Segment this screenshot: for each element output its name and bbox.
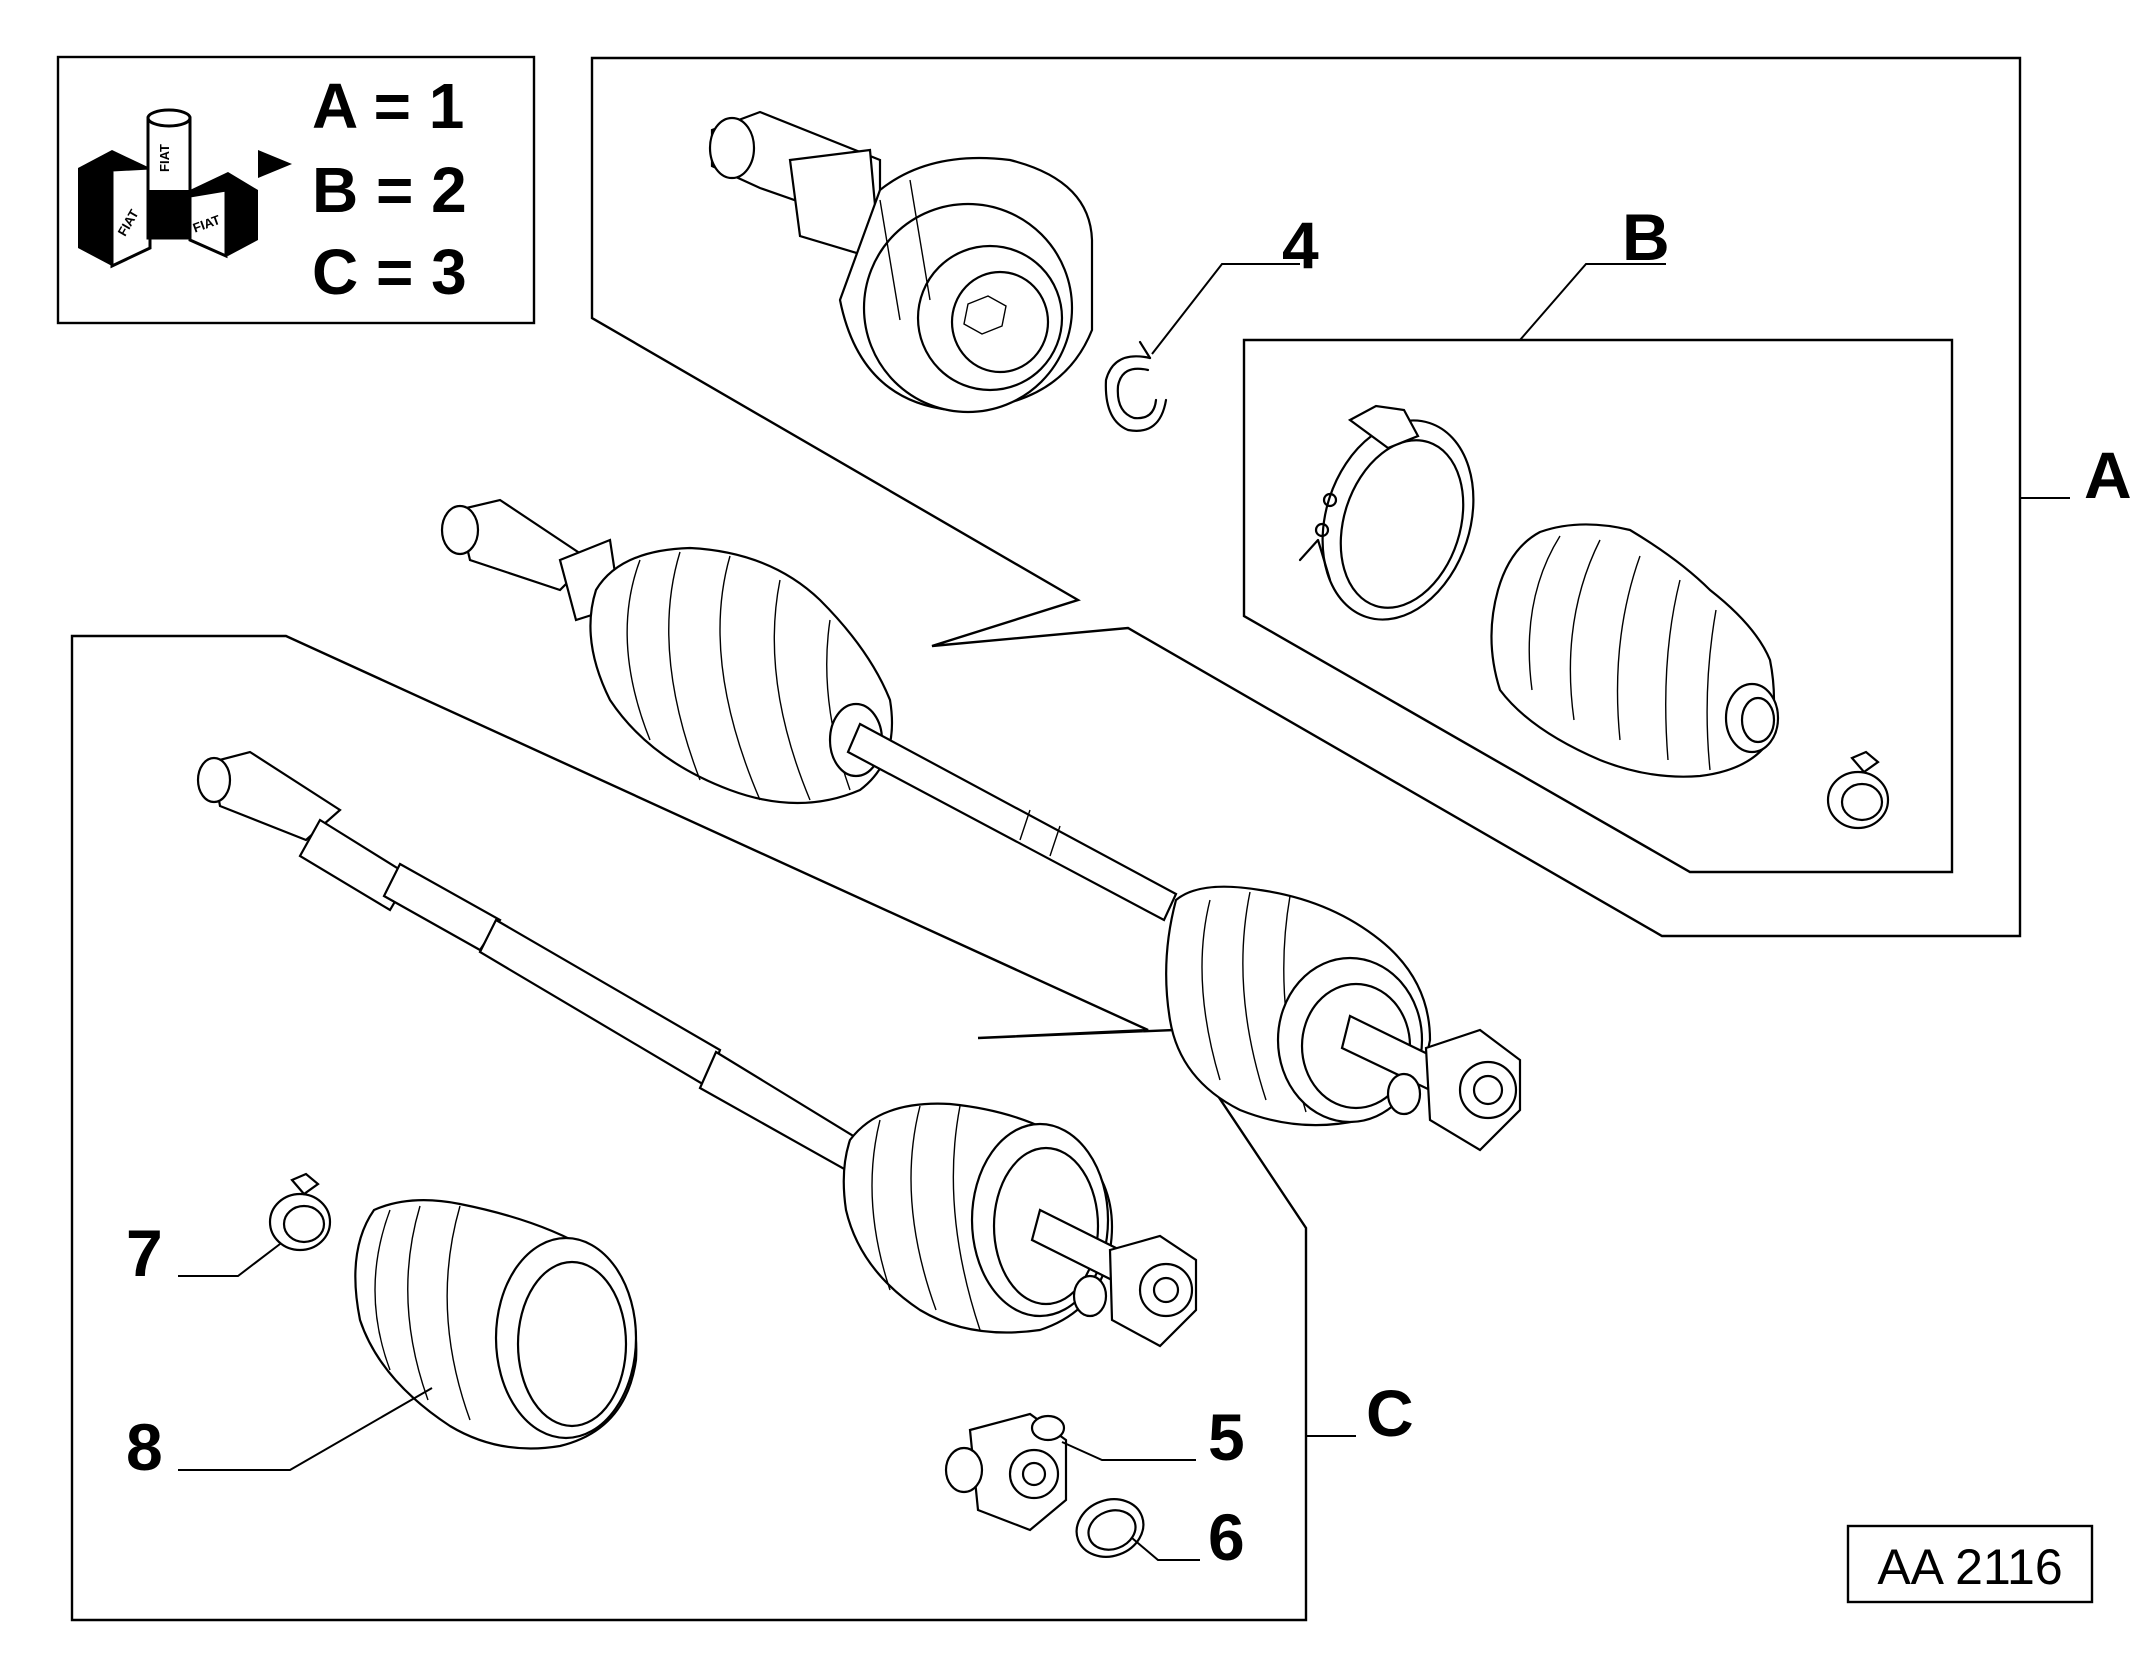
outer-cv-joint: [708, 110, 1094, 414]
callout-b: B: [1622, 200, 1670, 274]
leader-lines: [178, 263, 2070, 1561]
callout-a: A: [2084, 438, 2132, 512]
legend-row-a: A = 1: [312, 70, 464, 142]
callout-4: 4: [1282, 208, 1319, 282]
callout-5: 5: [1208, 1400, 1245, 1474]
clip-7: [268, 1172, 332, 1252]
callout-8: 8: [126, 1410, 163, 1484]
tripod-joint-5: [944, 1412, 1068, 1532]
circlip-6: [1075, 1498, 1145, 1558]
group-b-frame: [1242, 338, 1954, 874]
fiat-parts-logo: FIAT FIAT FIAT: [78, 108, 292, 269]
group-a-frame: [590, 56, 2022, 938]
small-clip-b: [1826, 750, 1890, 830]
lower-drive-shaft: [196, 750, 1198, 1348]
boot-clamp-ring: [1298, 404, 1475, 621]
logo-text-1: FIAT: [157, 144, 172, 172]
ref-code-box: AA 2116: [1846, 1524, 2094, 1604]
callout-c: C: [1366, 1376, 1414, 1450]
legend-box: FIAT FIAT FIAT A = 1 B = 2 C = 3: [56, 55, 536, 325]
ref-code-text: AA 2116: [1877, 1539, 2062, 1595]
cv-boot-b: [1490, 523, 1780, 778]
callout-7: 7: [126, 1216, 163, 1290]
cv-boot-8: [354, 1199, 638, 1450]
upper-drive-shaft: [440, 498, 1522, 1152]
legend-row-b: B = 2: [312, 154, 467, 226]
legend-row-c: C = 3: [312, 236, 467, 308]
circlip-4: [1104, 340, 1168, 432]
callout-6: 6: [1208, 1500, 1245, 1574]
